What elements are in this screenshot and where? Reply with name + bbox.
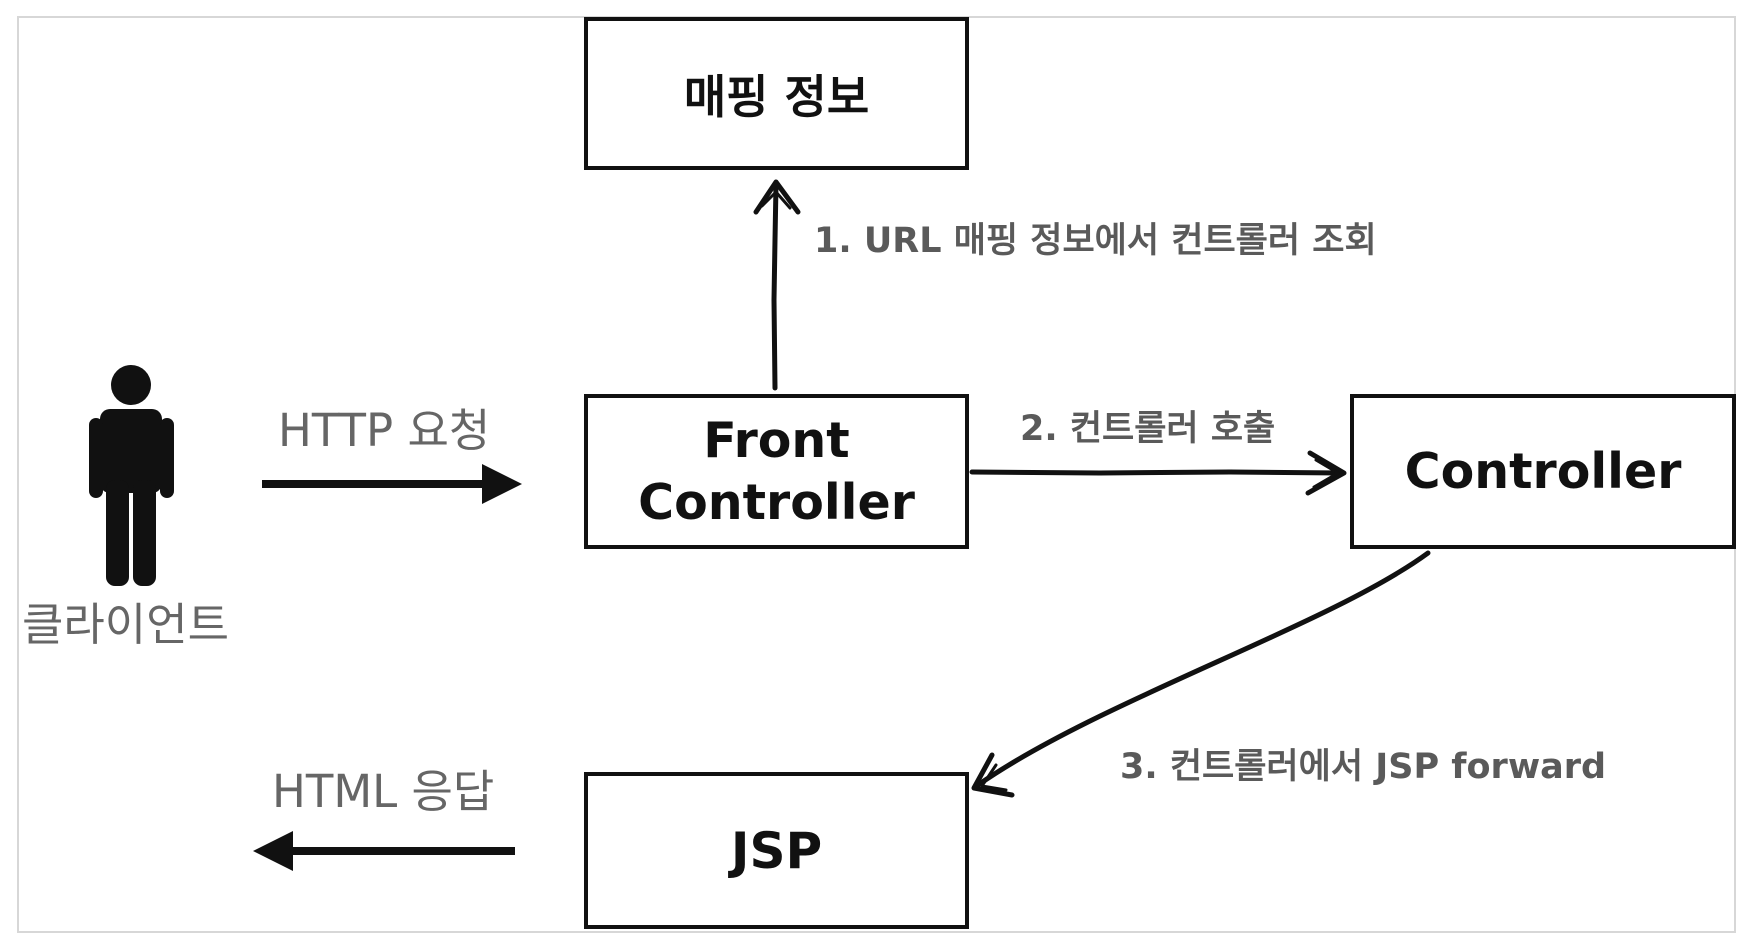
jsp-label: JSP — [730, 821, 823, 880]
front-controller-box: Front Controller — [584, 394, 969, 549]
http-request-arrow — [262, 464, 522, 504]
mapping-info-box: 매핑 정보 — [584, 17, 969, 170]
controller-box: Controller — [1350, 394, 1736, 549]
step1-label: 1. URL 매핑 정보에서 컨트롤러 조회 — [814, 221, 1377, 261]
call-arrow — [969, 450, 1347, 496]
html-response-label: HTML 응답 — [272, 765, 495, 818]
html-response-arrow — [253, 831, 515, 871]
jsp-box: JSP — [584, 772, 969, 929]
front-controller-label-line2: Controller — [638, 473, 915, 531]
http-request-label: HTTP 요청 — [278, 404, 491, 457]
front-controller-label-line1: Front — [703, 411, 850, 469]
client-label: 클라이언트 — [22, 598, 230, 651]
step3-label: 3. 컨트롤러에서 JSP forward — [1120, 747, 1607, 787]
forward-arrow — [971, 550, 1431, 798]
step2-label: 2. 컨트롤러 호출 — [1020, 409, 1276, 449]
controller-label: Controller — [1404, 443, 1682, 500]
mapping-info-label: 매핑 정보 — [683, 69, 870, 124]
person-icon — [89, 365, 174, 586]
lookup-arrow — [753, 179, 801, 391]
